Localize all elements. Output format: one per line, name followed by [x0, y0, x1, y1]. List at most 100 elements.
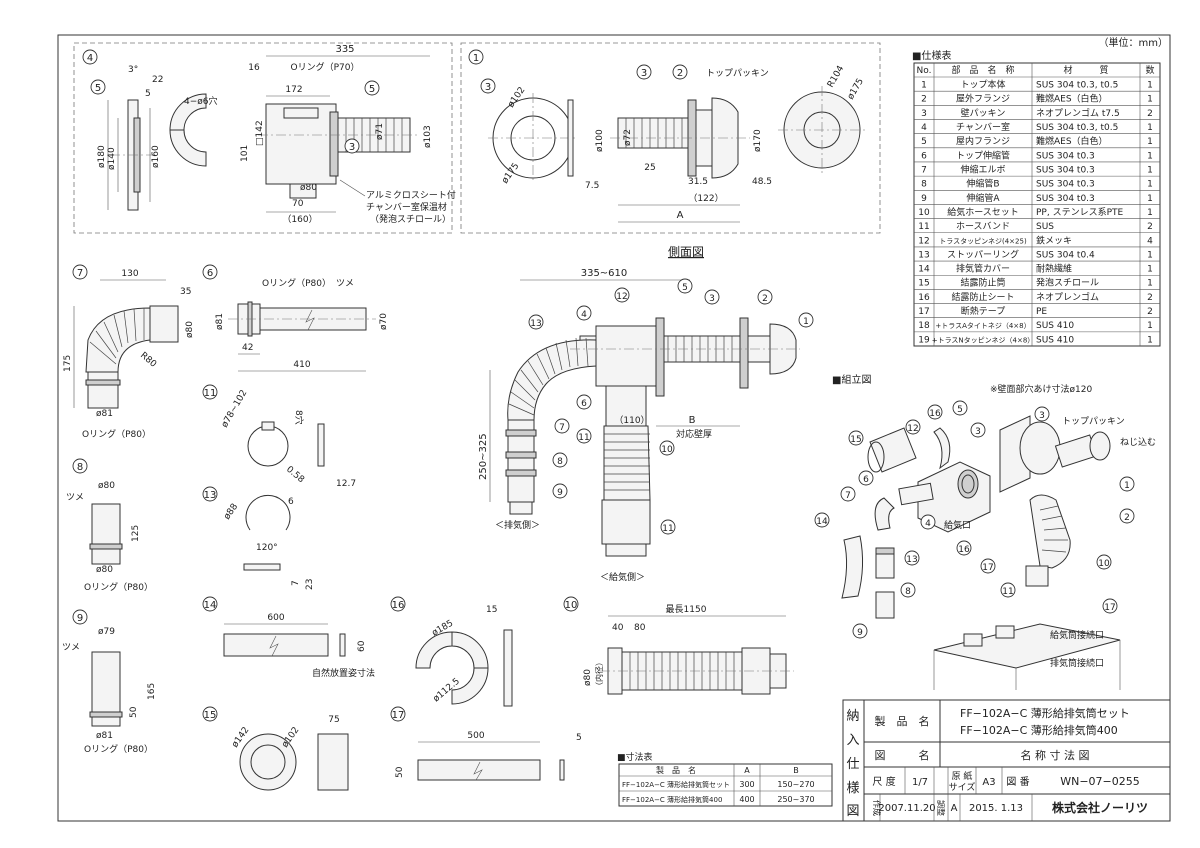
dim-15-102: ø102: [280, 725, 301, 749]
dim-1-170: ø170: [753, 129, 763, 152]
detail-4-balloon-5b: 5: [369, 84, 375, 95]
detail-15: 15 ø142 ø102 75: [202, 706, 349, 791]
assembly-view: ■組立図 ※壁面部穴あけ寸法ø120 トップパッキン ねじ込む: [814, 373, 1156, 690]
detail-1: 1 3 ø102 ø175 7.5 3 2 トップパッキン ø100 ø72 2…: [460, 42, 881, 234]
unit-note: （単位：mm）: [1099, 36, 1168, 49]
detail-14: 14 600 60 自然放置姿寸法: [202, 596, 375, 679]
dim-6-tsume: ツメ: [336, 279, 354, 289]
spec-cell: 18: [918, 321, 930, 331]
sv-b3: 3: [709, 294, 715, 304]
dim-11-78-102: ø78~102: [220, 388, 250, 429]
dim-4-180: ø180: [97, 145, 107, 168]
dim-10-inner: （内径）: [594, 658, 604, 690]
dim-8-80a: ø80: [98, 481, 115, 491]
assembly-intake-port: 給気口: [944, 519, 971, 531]
spec-cell: 1: [1147, 321, 1153, 331]
dim-4-5: 5: [145, 89, 151, 99]
tb-company: 株式会社ノーリツ: [1052, 800, 1148, 815]
tb-product-1: FF−102A−C 薄形給排気筒セット: [960, 706, 1130, 720]
spec-cell: SUS 304 t0.3: [1036, 151, 1095, 161]
tb-side-2: 仕: [846, 757, 859, 772]
spec-cell: SUS 304 t0.4: [1036, 250, 1095, 260]
dim-7-80: ø80: [185, 321, 195, 338]
spec-cell: 5: [921, 137, 927, 147]
spec-cell: 17: [918, 307, 929, 317]
as-b5: 5: [957, 405, 963, 415]
dim-4-335: 335: [335, 44, 354, 55]
spec-h-material: 材 質: [1063, 64, 1108, 76]
as-b11: 11: [1002, 587, 1013, 597]
as-b10: 10: [1098, 559, 1110, 569]
assembly-intake-conn: 給気筒接続口: [1050, 629, 1104, 641]
dim-table-h-a: A: [744, 766, 750, 775]
spec-cell: 2: [921, 95, 927, 105]
spec-cell: 1: [1147, 151, 1153, 161]
dim-13-88: ø88: [222, 502, 240, 522]
dim-9-165: 165: [147, 683, 157, 700]
tb-drawing-no: WN−07−0255: [1060, 775, 1140, 788]
spec-cell: 1: [1147, 265, 1153, 275]
dim-1-7-5: 7.5: [585, 181, 599, 191]
spec-cell: 結露防止シート: [951, 291, 1014, 303]
spec-cell: 排気管カバー: [956, 263, 1010, 275]
side-view-intake: ＜給気側＞: [600, 571, 645, 583]
dim-1-a: A: [677, 210, 684, 221]
spec-cell: SUS 304 t0.3, t0.5: [1036, 81, 1118, 91]
dim-8-tsume: ツメ: [66, 493, 84, 503]
assembly-exhaust-conn: 排気筒接続口: [1050, 657, 1104, 669]
as-b9: 9: [857, 628, 863, 638]
spec-cell: 3: [921, 109, 927, 119]
spec-cell: SUS 304 t0.3: [1036, 180, 1095, 190]
dim-11-058: 0.58: [284, 465, 306, 486]
tb-side-4: 図: [846, 804, 859, 819]
dim-4-172: 172: [285, 85, 302, 95]
detail-1-balloon-2: 2: [677, 68, 683, 79]
detail-4-balloon-3: 3: [349, 142, 355, 153]
spec-cell: SUS: [1036, 222, 1054, 232]
detail-8: 8 ø80 ツメ 125 ø80 Oリング（P80）: [66, 458, 153, 593]
tb-side-3: 様: [846, 781, 859, 796]
detail-17: 17 500 5 50: [390, 706, 582, 781]
dim-9-50: 50: [129, 706, 139, 718]
spec-cell: 難燃AES（白色）: [1036, 135, 1108, 147]
tb-no-label: 図 番: [1006, 776, 1029, 788]
spec-cell: 14: [918, 265, 930, 275]
side-view: 側面図 335~610 250~325 （110） B 対応壁厚 ＜: [478, 245, 814, 583]
dim-table-h-b: B: [793, 766, 799, 775]
detail-10: 10 最長1150 40 80 ø80 （内径）: [563, 596, 794, 695]
dim-1-102: ø102: [506, 85, 527, 109]
spec-cell: 2: [1147, 293, 1153, 303]
spec-cell: 耐熱繊維: [1036, 263, 1072, 275]
spec-cell: 8: [921, 180, 927, 190]
detail-15-num: 15: [204, 710, 217, 721]
dim-4-16: 16: [248, 63, 260, 73]
spec-cell: 1: [1147, 123, 1153, 133]
tb-scale: 1/7: [912, 777, 928, 788]
sv-b10: 10: [661, 445, 673, 455]
spec-h-name: 部 品 名 称: [951, 64, 1014, 76]
as-b16a: 16: [929, 409, 941, 419]
tb-drawing-label: 図 名: [875, 748, 930, 762]
detail-4: 4 5 ø180 ø140 ø160 3° 22 5 4−ø6穴 335 16 …: [73, 42, 456, 234]
as-b16b: 16: [958, 545, 970, 555]
detail-9: 9 ø79 ツメ 165 50 ø81 Oリング（P80）: [62, 609, 157, 755]
as-b17a: 17: [982, 563, 993, 573]
detail-7-num: 7: [77, 268, 83, 279]
dim-17-5: 5: [576, 733, 582, 743]
dim-10-1150: 最長1150: [666, 604, 707, 615]
tb-paper-label: 原 紙: [952, 770, 973, 782]
assembly-balloons: 15 12 16 5 3 3 1 2 6 7 4 13 16 17 11 10 …: [814, 400, 1135, 639]
spec-cell: 6: [921, 151, 927, 161]
dim-11-127: 12.7: [336, 479, 356, 489]
dim-9-81: ø81: [96, 731, 113, 741]
spec-cell: 1: [1147, 279, 1153, 289]
spec-cell: 鉄メッキ: [1036, 234, 1072, 246]
spec-table-header: No. 部 品 名 称 材 質 数: [917, 64, 1155, 76]
dim-10-80: 80: [634, 623, 646, 633]
dim-1-122: （122）: [688, 193, 723, 204]
dim-table-r2-a: 400: [739, 795, 754, 804]
dim-1-48-5: 48.5: [752, 177, 772, 187]
dim-13-23: 23: [305, 579, 315, 590]
dim-side-335-610: 335~610: [581, 268, 628, 279]
